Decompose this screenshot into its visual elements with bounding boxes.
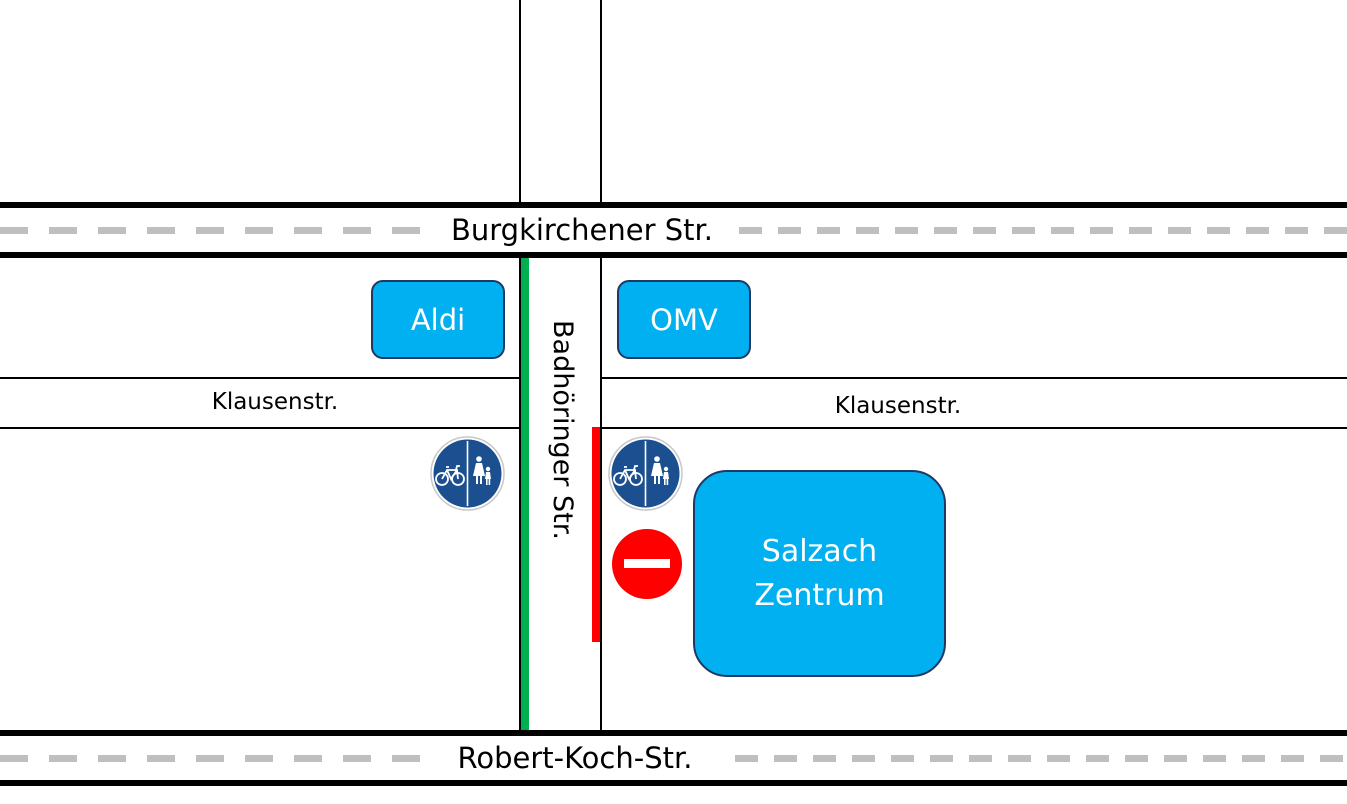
badhoeringer-north-left-edge — [519, 0, 521, 203]
salzach-zentrum-box: Salzach Zentrum — [693, 470, 946, 677]
burgkirchener-label: Burgkirchener Str. — [425, 210, 739, 250]
robert-koch-south-edge — [0, 780, 1347, 786]
klausen-right-south-edge — [601, 427, 1347, 429]
burgkirchener-center-dashes-left — [0, 227, 425, 234]
shared-path-sign-left-icon — [430, 436, 505, 511]
klausen-right-north-edge — [601, 377, 1347, 379]
klausen-left-label: Klausenstr. — [211, 389, 339, 415]
red-path-marking — [592, 427, 600, 642]
no-entry-sign-icon — [612, 529, 682, 599]
badhoeringer-left-edge — [519, 257, 521, 731]
salzach-label-line1: Salzach — [761, 533, 878, 569]
omv-label: OMV — [650, 302, 718, 337]
badhoeringer-north-right-edge — [600, 0, 602, 203]
salzach-label-line2: Zentrum — [754, 577, 885, 613]
burgkirchener-center-dashes-right — [739, 227, 1347, 234]
robert-koch-center-dashes-left — [0, 755, 420, 762]
burgkirchener-north-edge — [0, 202, 1347, 208]
robert-koch-center-dashes-right — [735, 755, 1347, 762]
klausen-left-north-edge — [0, 377, 521, 379]
robert-koch-north-edge — [0, 730, 1347, 736]
badhoeringer-label: Badhöringer Str. — [547, 320, 578, 540]
burgkirchener-south-edge — [0, 252, 1347, 258]
omv-box: OMV — [617, 280, 751, 359]
aldi-label: Aldi — [410, 302, 466, 337]
shared-path-sign-right-icon — [608, 436, 683, 511]
klausen-left-south-edge — [0, 427, 521, 429]
robert-koch-label: Robert-Koch-Str. — [425, 738, 725, 778]
klausen-right-label: Klausenstr. — [834, 393, 962, 419]
badhoeringer-right-edge — [600, 257, 602, 731]
aldi-box: Aldi — [371, 280, 505, 359]
green-path-marking — [521, 258, 529, 730]
